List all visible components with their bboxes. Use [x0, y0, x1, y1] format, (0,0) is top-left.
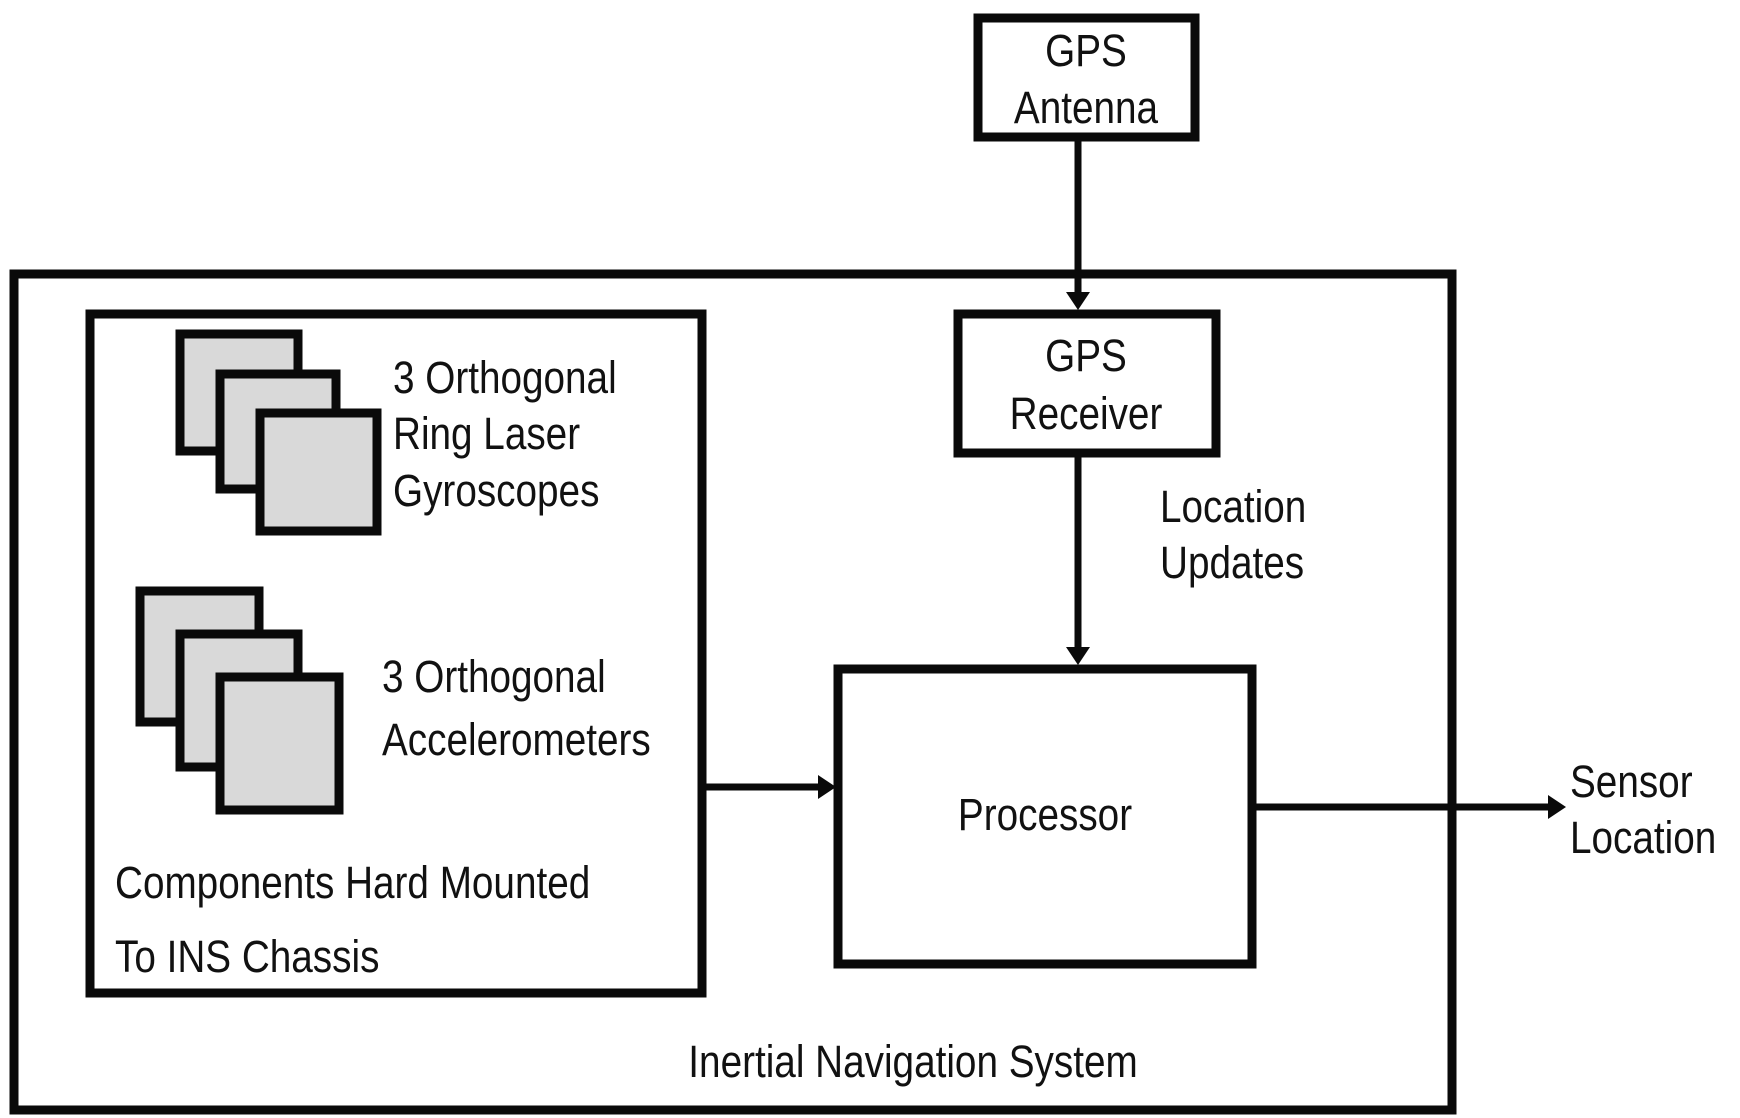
- accelerometer-icon: [215, 672, 344, 815]
- accelerometers-label-line-1: 3 Orthogonal: [382, 651, 606, 701]
- processor-to-output-arrowhead: [1548, 795, 1566, 819]
- gyroscope-icon: [255, 408, 382, 536]
- gyroscopes-label-line-3: Gyroscopes: [393, 465, 599, 515]
- location-updates-label-line-2: Updates: [1160, 537, 1304, 587]
- gps-receiver-node: GPS Receiver: [953, 309, 1221, 458]
- processor-box: [833, 664, 1257, 969]
- processor-label: Processor: [958, 789, 1132, 839]
- gyroscope-stack-icon: [175, 329, 382, 536]
- gps-receiver-label-line-2: Receiver: [1010, 388, 1163, 438]
- antenna-to-receiver-arrowhead: [1066, 292, 1090, 310]
- receiver-to-processor-arrowhead: [1066, 647, 1090, 665]
- gps-receiver-label-line-1: GPS: [1045, 330, 1127, 380]
- sensors-to-processor-arrowhead: [818, 775, 836, 799]
- gps-antenna-node: GPS Antenna: [973, 13, 1200, 142]
- gyroscopes-label-line-2: Ring Laser: [393, 408, 580, 458]
- sensor-assembly-caption-line-2: To INS Chassis: [115, 931, 379, 981]
- accelerometers-label-line-2: Accelerometers: [382, 714, 651, 764]
- location-updates-label-line-1: Location: [1160, 481, 1306, 531]
- gps-receiver-box: [953, 309, 1221, 458]
- gps-antenna-label-line-2: Antenna: [1014, 82, 1159, 132]
- processor-node: Processor: [833, 664, 1257, 969]
- sensor-location-label-line-1: Sensor: [1570, 756, 1693, 806]
- sensor-location-label-line-2: Location: [1570, 812, 1716, 862]
- sensor-assembly-node: 3 Orthogonal Ring Laser Gyroscopes 3 Ort…: [85, 309, 707, 998]
- ins-system-title: Inertial Navigation System: [688, 1036, 1137, 1086]
- accelerometer-stack-icon: [135, 586, 344, 815]
- gps-antenna-label-line-1: GPS: [1045, 25, 1127, 75]
- gps-antenna-box: [973, 13, 1200, 142]
- sensor-assembly-caption-line-1: Components Hard Mounted: [115, 857, 590, 907]
- gyroscopes-label-line-1: 3 Orthogonal: [393, 352, 617, 402]
